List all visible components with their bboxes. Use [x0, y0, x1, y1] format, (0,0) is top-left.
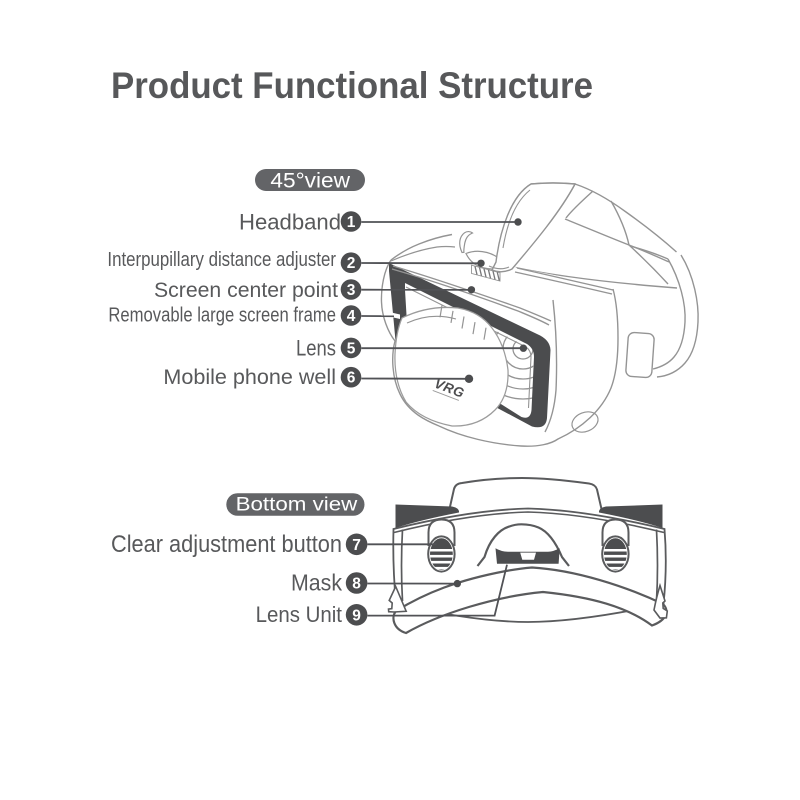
svg-text:Product Functional Structure: Product Functional Structure — [111, 65, 593, 106]
svg-text:Bottom view: Bottom view — [236, 494, 359, 516]
svg-text:3: 3 — [347, 282, 356, 299]
svg-text:Lens: Lens — [296, 335, 336, 360]
svg-text:4: 4 — [347, 308, 356, 325]
svg-text:7: 7 — [352, 537, 361, 554]
svg-text:Interpupillary distance adjust: Interpupillary distance adjuster — [107, 248, 336, 271]
svg-text:5: 5 — [347, 340, 356, 357]
svg-text:Screen center point: Screen center point — [154, 279, 338, 302]
svg-text:Mask: Mask — [291, 570, 342, 596]
svg-text:Headband: Headband — [239, 210, 341, 235]
svg-text:8: 8 — [352, 576, 361, 593]
svg-text:Lens Unit: Lens Unit — [256, 602, 342, 627]
svg-text:45°view: 45°view — [270, 169, 350, 192]
svg-text:Clear adjustment button: Clear adjustment button — [111, 531, 342, 558]
svg-text:1: 1 — [347, 214, 356, 231]
svg-text:Removable large screen frame: Removable large screen frame — [108, 305, 336, 327]
svg-text:Mobile phone well: Mobile phone well — [163, 366, 336, 389]
svg-text:2: 2 — [347, 255, 356, 272]
svg-text:9: 9 — [352, 608, 361, 625]
svg-text:6: 6 — [347, 370, 356, 387]
